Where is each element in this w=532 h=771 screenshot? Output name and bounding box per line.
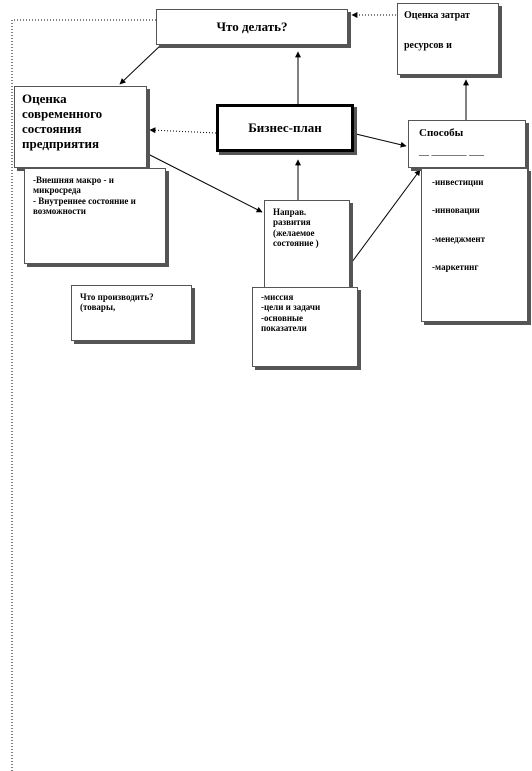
cost-estimate-line2: ресурсов и [404,39,452,51]
business-plan-label: Бизнес-план [248,119,322,135]
arrow-direction-to-methods [351,169,421,263]
arrow-state-to-direction [147,153,263,213]
current-state-label: Оценка современного состояния предприяти… [22,91,103,151]
methods-rule: __ _______ ___ [419,145,484,157]
methods-list-item: -инвестиции [432,177,484,187]
methods-list-item: -инновации [432,205,480,216]
direction-box: Направ. развития (желаемое состояние ) [264,200,350,288]
methods-box: Способы __ _______ ___ [408,120,526,168]
direction-label: Направ. развития (желаемое состояние ) [273,207,319,249]
environment-box: -Внешняя макро - и микросреда - Внутренн… [24,168,166,264]
what-to-produce-box: Что производить? (товары, [71,285,192,341]
cost-estimate-box: Оценка затрат ресурсов и [397,3,499,75]
methods-list-box: -инвестиции -инновации -менеджмент -марк… [421,168,528,322]
current-state-box: Оценка современного состояния предприяти… [14,86,147,168]
mission-box: -миссия -цели и задачи -основные показат… [252,287,358,367]
methods-label: Способы [419,127,464,139]
what-to-do-box: Что делать? [156,9,348,45]
arrow-plan-to-methods [355,133,407,148]
environment-label: -Внешняя макро - и микросреда - Внутренн… [33,175,136,217]
mission-label: -миссия -цели и задачи -основные показат… [261,292,321,334]
business-plan-box: Бизнес-план [216,104,354,152]
arrow-whattodo-to-state [119,43,163,85]
methods-list-item: -маркетинг [432,262,479,273]
methods-list: -инвестиции -инновации -менеджмент -марк… [432,177,517,272]
feedback-line [11,19,156,771]
what-to-produce-label: Что производить? (товары, [80,292,154,313]
cost-estimate-line1: Оценка затрат [404,10,470,21]
what-to-do-label: Что делать? [216,18,288,34]
methods-list-item: -менеджмент [432,233,485,244]
arrow-plan-to-state [149,127,217,134]
